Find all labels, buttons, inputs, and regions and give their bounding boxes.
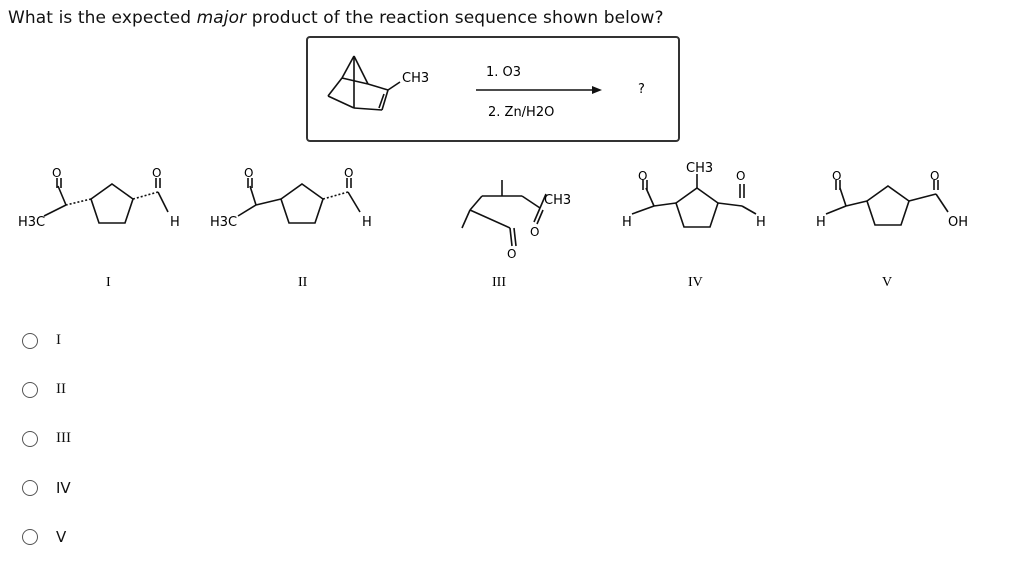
answer-structures: O O H3C H I O O H3C H II	[0, 150, 1024, 300]
reaction-arrow-head	[592, 86, 602, 94]
question-before: What is the expected	[8, 8, 197, 28]
question-text: What is the expected major product of th…	[8, 8, 664, 28]
structure-ii-label: II	[298, 275, 308, 290]
structure-iv: O O CH3 H H IV	[622, 161, 766, 290]
structure-v-left-group: H	[816, 215, 826, 230]
structure-v-label: V	[882, 275, 892, 290]
product-unknown: ?	[638, 82, 645, 97]
option-v[interactable]: V	[22, 512, 71, 561]
option-i-radio[interactable]	[22, 332, 38, 349]
svg-text:O: O	[52, 166, 61, 180]
reagent-step2: 2. Zn/H2O	[488, 105, 554, 120]
reaction-scheme-box: CH3 1. O3 2. Zn/H2O ?	[306, 36, 680, 142]
reaction-scheme-drawing: CH3 1. O3 2. Zn/H2O ?	[327, 55, 645, 120]
structure-ii-left-group: H3C	[210, 215, 237, 230]
reactant-methyl-label: CH3	[402, 71, 429, 86]
structure-iii-oxygen-b: O	[507, 247, 516, 261]
option-ii[interactable]: II	[22, 365, 71, 414]
structure-iii-oxygen-a: O	[530, 225, 539, 239]
answer-options: I II III IV V	[22, 316, 71, 561]
option-iii-radio[interactable]	[22, 430, 38, 447]
option-iv[interactable]: IV	[22, 463, 71, 512]
option-iv-label: IV	[56, 478, 71, 497]
option-iii-label: III	[56, 430, 71, 446]
structure-iii-methyl: CH3	[544, 193, 571, 208]
structure-i-left-group: H3C	[18, 215, 45, 230]
structures-drawing: O O H3C H I O O H3C H II	[18, 161, 968, 290]
structure-i-right-group: H	[170, 215, 180, 230]
option-ii-radio[interactable]	[22, 381, 38, 398]
structure-i: O O H3C H I	[18, 166, 180, 290]
svg-text:O: O	[930, 169, 939, 183]
structure-iii: CH3 O O III	[461, 180, 571, 290]
structure-i-label: I	[106, 275, 111, 290]
structure-ii: O O H3C H II	[210, 166, 372, 290]
option-iv-radio[interactable]	[22, 479, 38, 496]
svg-text:O: O	[638, 169, 647, 183]
reagent-step1: 1. O3	[486, 65, 521, 80]
option-v-radio[interactable]	[22, 528, 38, 545]
option-v-label: V	[56, 527, 67, 546]
svg-text:O: O	[244, 166, 253, 180]
structure-ii-right-group: H	[362, 215, 372, 230]
structure-iv-methyl: CH3	[686, 161, 713, 176]
svg-text:O: O	[344, 166, 353, 180]
structure-iv-label: IV	[688, 275, 703, 290]
structure-iv-left-group: H	[622, 215, 632, 230]
option-i-label: I	[56, 332, 61, 348]
option-ii-label: II	[56, 381, 66, 397]
svg-text:O: O	[832, 169, 841, 183]
reactant-structure	[327, 55, 401, 111]
structure-v-right-group: OH	[948, 215, 968, 230]
question-emphasis: major	[196, 8, 247, 28]
structure-v: O O H OH V	[816, 169, 968, 290]
svg-text:O: O	[736, 169, 745, 183]
svg-text:O: O	[152, 166, 161, 180]
option-i[interactable]: I	[22, 316, 71, 365]
option-iii[interactable]: III	[22, 414, 71, 463]
structure-iv-right-group: H	[756, 215, 766, 230]
structure-iii-label: III	[492, 275, 506, 290]
question-after: product of the reaction sequence shown b…	[246, 8, 664, 28]
